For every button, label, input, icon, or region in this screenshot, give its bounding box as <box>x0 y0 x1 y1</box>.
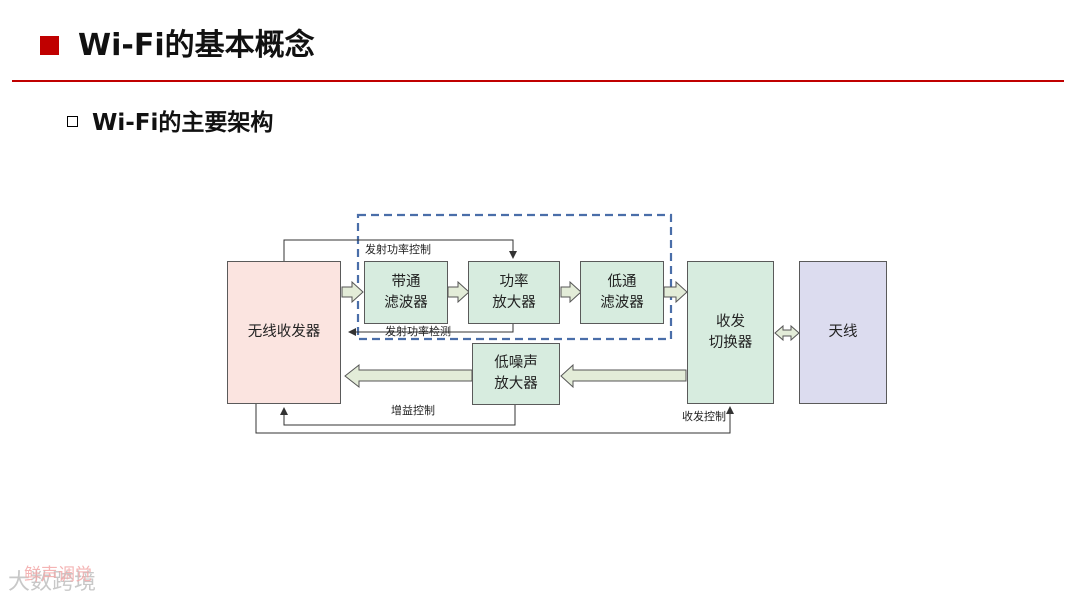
tx-power-control-line <box>283 239 517 262</box>
block-arrow-switch-lna <box>560 363 687 389</box>
section-subtitle: Wi-Fi的主要架构 <box>92 110 274 136</box>
pa-module-dashed-boundary <box>356 213 673 341</box>
antenna-block: 天线 <box>799 261 887 404</box>
watermark-logo: 大数跨境 <box>8 570 97 595</box>
tx-power-detect-label: 发射功率检测 <box>385 325 451 338</box>
txrx-switch-block: 收发 切换器 <box>687 261 774 404</box>
block-arrow-lna-transceiver <box>344 363 473 389</box>
title-divider <box>12 80 1064 82</box>
title-bullet-square <box>40 36 59 55</box>
gain-control-label: 增益控制 <box>391 404 435 417</box>
watermark-overlay-text: 鲜声调觉 <box>24 565 92 585</box>
power-amplifier-block: 功率 放大器 <box>468 261 560 324</box>
subtitle-bullet-box <box>67 116 78 127</box>
double-arrow-switch-antenna <box>774 324 800 342</box>
txrx-control-line <box>255 404 734 434</box>
wireless-transceiver-block: 无线收发器 <box>227 261 341 404</box>
block-arrow-transceiver-bandpass <box>341 280 364 304</box>
tx-power-detect-line <box>348 322 514 336</box>
lowpass-filter-block: 低通 滤波器 <box>580 261 664 324</box>
block-arrow-bandpass-pa <box>447 280 470 304</box>
tx-power-control-label: 发射功率控制 <box>365 243 431 256</box>
bandpass-filter-block: 带通 滤波器 <box>364 261 448 324</box>
block-arrow-lowpass-switch <box>663 280 688 304</box>
low-noise-amplifier-block: 低噪声 放大器 <box>472 343 560 405</box>
txrx-control-label: 收发控制 <box>682 410 726 423</box>
block-arrow-pa-lowpass <box>560 280 582 304</box>
gain-control-line <box>280 405 516 426</box>
page-title: Wi-Fi的基本概念 <box>78 28 315 63</box>
